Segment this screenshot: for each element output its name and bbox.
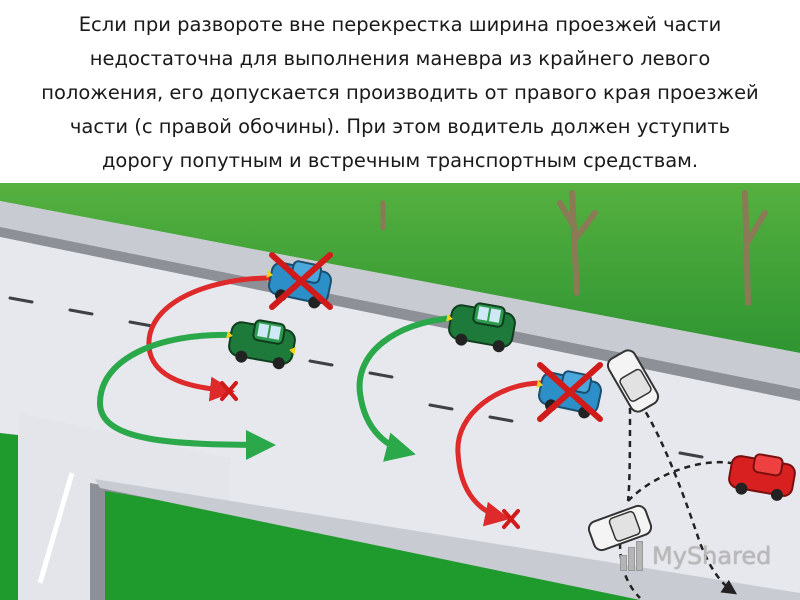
top-curb [0,227,800,401]
green-arrow-right [356,315,453,462]
tree-2 [557,190,598,296]
tree-3 [742,190,768,306]
watermark-text: MyShared [652,542,772,570]
watermark-bars-icon [618,541,646,571]
caption-line-3: положения, его допускается производить о… [41,81,759,104]
caption-text: Если при развороте вне перекрестка ширин… [0,8,800,178]
red-x-mark [502,509,520,529]
watermark: MyShared [618,538,771,574]
caption-line-5: дорогу попутным и встречным транспортным… [101,149,699,172]
white-car-top [606,349,660,413]
red-x-mark [537,362,603,422]
green-arrow-left [96,331,276,460]
dashed-path-1 [638,402,738,595]
dashed-path-2 [627,460,746,502]
red-x-mark [220,381,238,401]
caption-line-1: Если при развороте вне перекрестка ширин… [78,13,722,36]
red-arrow-right [455,380,543,527]
red-car [728,453,796,501]
dashed-path-4 [618,542,641,599]
side-road-line [37,472,75,584]
top-grass [0,183,800,353]
caption-line-4: части (с правой обочины). При этом водит… [69,115,731,138]
caption-line-2: недостаточна для выполнения маневра из к… [89,47,711,70]
bottom-grass-left [0,433,18,600]
red-x-mark [269,252,333,310]
green-car-left [226,319,296,370]
green-car-right [446,302,516,353]
white-car-bottom [587,504,653,552]
